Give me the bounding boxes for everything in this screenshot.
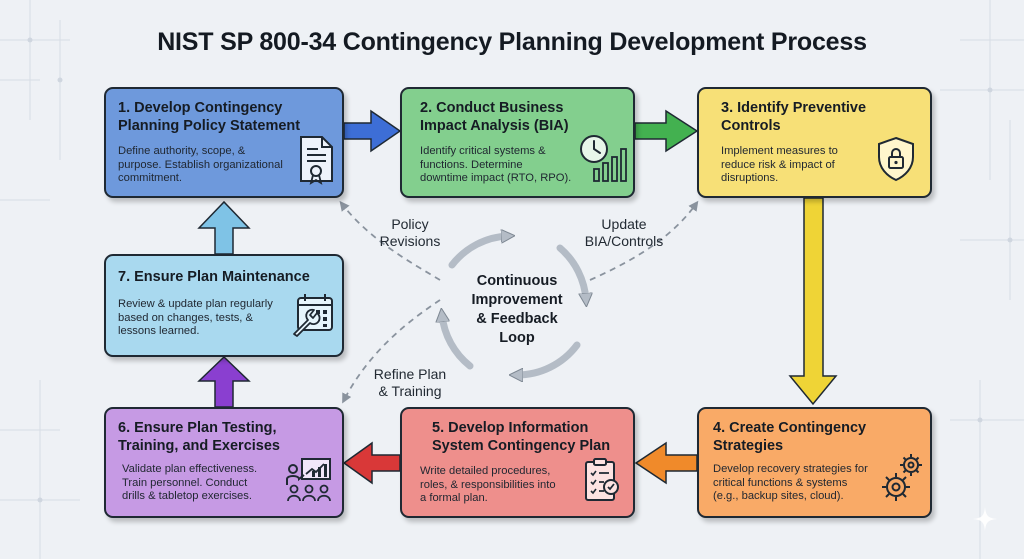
step-2-heading: 2. Conduct Business Impact Analysis (BIA… (420, 99, 569, 135)
step-1-desc-line-3: commitment. (118, 172, 183, 184)
step-5-desc-line-3: a formal plan. (420, 492, 488, 504)
step-1-heading-line-1: 1. Develop Contingency (118, 100, 283, 116)
step-6-heading-line-2: Training, and Exercises (118, 438, 280, 454)
step-7-box: 7. Ensure Plan Maintenance Review & upda… (104, 254, 344, 357)
loop-line-4: Loop (499, 330, 535, 346)
step-4-description: Develop recovery strategies for critical… (713, 463, 868, 504)
step-4-heading-line-2: Strategies (713, 438, 784, 454)
update-label-line: Update (601, 216, 647, 232)
step-6-box: 6. Ensure Plan Testing, Training, and Ex… (104, 407, 344, 518)
step-5-heading: 5. Develop Information System Contingenc… (432, 419, 610, 455)
refine-plan-label-line: Refine Plan (373, 366, 447, 382)
policy-document-icon (300, 136, 333, 185)
loop-line-1: Continuous (476, 273, 558, 289)
step-2-desc-line-2: functions. Determine (420, 158, 523, 171)
continuous-improvement-loop-label: Continuous Improvement & Feedback Loop (452, 272, 582, 348)
step-7-description: Review & update plan regularly based on … (118, 298, 273, 339)
checklist-icon (585, 458, 619, 501)
feedback-arrow-update (589, 200, 699, 281)
refine-plan-label: Refine Plan & Training (360, 366, 460, 400)
feedback-arrow-refine (342, 299, 441, 404)
step-4-heading-line-1: 4. Create Contingency (713, 420, 867, 436)
clock-chart-icon (580, 135, 627, 182)
step-6-desc-line-1: Validate plan effectiveness. (122, 463, 258, 475)
step-2-heading-line-1: 2. Conduct Business (420, 100, 564, 116)
step-2-box: 2. Conduct Business Impact Analysis (BIA… (400, 87, 635, 198)
step-1-box: 1. Develop Contingency Planning Policy S… (104, 87, 344, 198)
step-7-desc-line-3: lessons learned. (118, 325, 200, 337)
step-3-desc-line-3: disruptions. (721, 172, 779, 184)
update-bia-label: Update BIA/Controls (572, 216, 676, 250)
step-4-desc-line-3: (e.g., backup sites, cloud). (713, 490, 844, 502)
arrow-1-to-2 (343, 109, 402, 153)
feedback-arrow-policy (339, 200, 441, 281)
step-2-desc-line-3: downtime impact (RTO, RPO). (420, 172, 572, 184)
training-label-line: & Training (378, 383, 442, 399)
shield-lock-icon (878, 136, 914, 182)
step-6-description: Validate plan effectiveness. Train perso… (122, 463, 257, 504)
calendar-wrench-icon (293, 294, 333, 337)
step-1-heading: 1. Develop Contingency Planning Policy S… (118, 99, 300, 135)
arrow-6-to-7 (197, 355, 251, 408)
loop-line-2: Improvement (471, 292, 563, 308)
step-6-desc-line-2: Train personnel. Conduct (122, 476, 248, 489)
revisions-label-line: Revisions (379, 233, 441, 249)
step-3-desc-line-2: reduce risk & impact of (721, 158, 835, 171)
step-5-box: 5. Develop Information System Contingenc… (400, 407, 635, 518)
step-3-heading-line-1: 3. Identify Preventive (721, 100, 867, 116)
step-7-desc-line-1: Review & update plan regularly (118, 298, 273, 310)
step-5-description: Write detailed procedures, roles, & resp… (420, 465, 556, 506)
policy-revisions-label: Policy Revisions (368, 216, 452, 250)
arrow-5-to-6 (342, 441, 401, 485)
step-1-desc-line-1: Define authority, scope, & (118, 145, 246, 157)
step-3-box: 3. Identify Preventive Controls Implemen… (697, 87, 932, 198)
bia-controls-label-line: BIA/Controls (584, 233, 664, 249)
arrow-4-to-5 (634, 441, 698, 485)
step-7-heading-line-1: 7. Ensure Plan Maintenance (118, 269, 310, 285)
step-3-description: Implement measures to reduce risk & impa… (721, 145, 838, 186)
step-1-desc-line-2: purpose. Establish organizational (118, 158, 283, 171)
step-1-heading-line-2: Planning Policy Statement (118, 118, 301, 134)
loop-cycle-arrows (442, 236, 586, 375)
gears-icon (882, 454, 922, 501)
step-3-heading: 3. Identify Preventive Controls (721, 99, 866, 135)
step-4-desc-line-1: Develop recovery strategies for (713, 463, 868, 475)
step-4-heading: 4. Create Contingency Strategies (713, 419, 866, 455)
step-5-heading-line-1: 5. Develop Information (432, 420, 589, 436)
arrow-7-to-1 (197, 200, 251, 255)
step-6-heading: 6. Ensure Plan Testing, Training, and Ex… (118, 419, 280, 455)
arrow-2-to-3 (634, 109, 699, 153)
step-7-heading: 7. Ensure Plan Maintenance (118, 268, 310, 286)
step-5-desc-line-1: Write detailed procedures, (420, 465, 551, 477)
step-4-box: 4. Create Contingency Strategies Develop… (697, 407, 932, 518)
diagram-title: NIST SP 800-34 Contingency Planning Deve… (157, 28, 867, 56)
presentation-icon (286, 458, 331, 502)
step-1-description: Define authority, scope, & purpose. Esta… (118, 145, 283, 186)
step-5-desc-line-2: roles, & responsibilities into (420, 478, 556, 491)
step-4-desc-line-2: critical functions & systems (713, 476, 848, 489)
step-3-heading-line-2: Controls (721, 118, 781, 134)
step-2-description: Identify critical systems & functions. D… (420, 145, 571, 186)
step-6-heading-line-1: 6. Ensure Plan Testing, (118, 420, 277, 436)
step-2-heading-line-2: Impact Analysis (BIA) (420, 118, 569, 134)
step-6-desc-line-3: drills & tabletop exercises. (122, 490, 252, 502)
step-2-desc-line-1: Identify critical systems & (420, 145, 546, 157)
step-3-desc-line-1: Implement measures to (721, 145, 838, 157)
step-5-heading-line-2: System Contingency Plan (432, 438, 611, 454)
policy-label-line: Policy (391, 216, 429, 232)
step-7-desc-line-2: based on changes, tests, & (118, 311, 253, 324)
sparkle-icon (973, 507, 997, 531)
loop-line-3: & Feedback (476, 311, 558, 327)
arrow-3-to-4 (788, 197, 838, 406)
